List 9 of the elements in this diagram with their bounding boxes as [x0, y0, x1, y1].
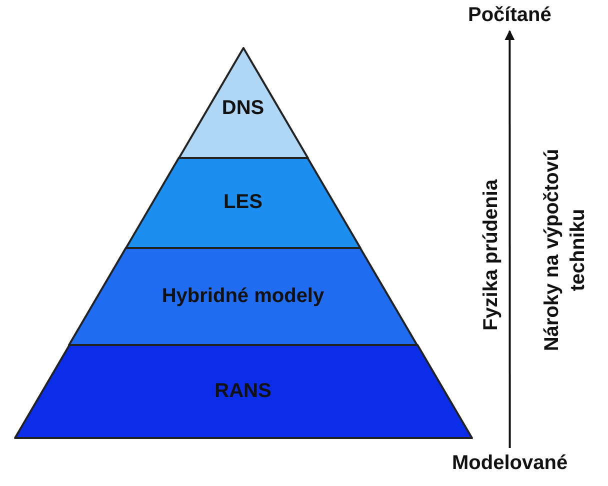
tier-label: Hybridné modely: [160, 284, 326, 308]
axis-end-label: Modelované: [452, 452, 568, 474]
axis-label: Fyzika prúdenia: [479, 178, 503, 333]
tier-label: DNS: [220, 96, 266, 120]
arrow: [504, 30, 515, 448]
tier-label: LES: [222, 191, 264, 214]
axis-label: Nároky na výpočtovú techniku: [540, 148, 590, 354]
axis-end-label: Počítané: [468, 4, 552, 26]
tier-label: RANS: [214, 380, 272, 402]
